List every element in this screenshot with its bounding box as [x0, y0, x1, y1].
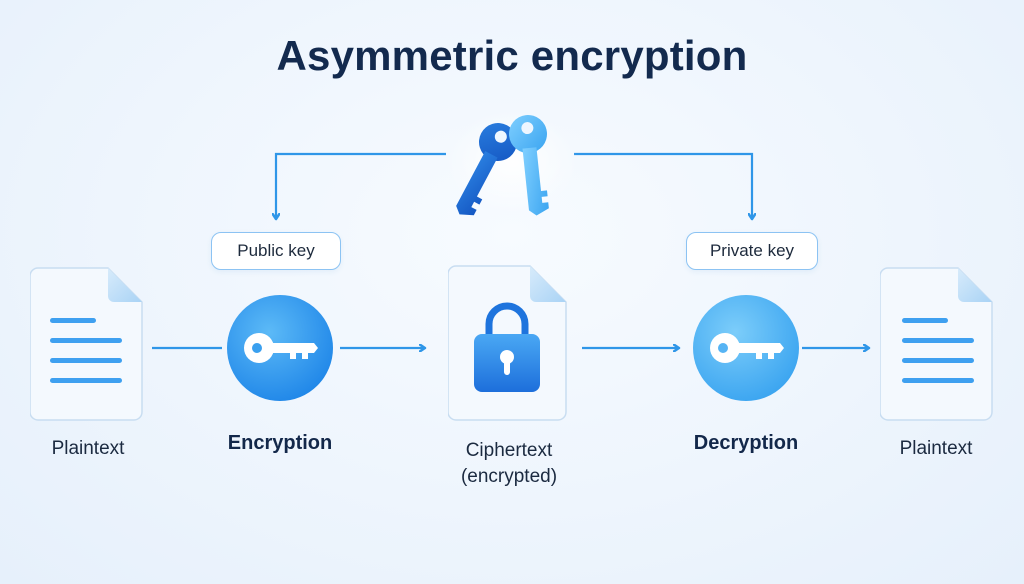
key-pair-icon	[444, 106, 580, 216]
plaintext-output-caption: Plaintext	[899, 438, 973, 459]
ciphertext-caption: Ciphertext (encrypted)	[434, 438, 584, 490]
ciphertext-document-icon	[447, 264, 570, 427]
arrow-keypair-to-private-key	[574, 152, 752, 218]
padlock-icon	[474, 302, 540, 392]
public-key-label: Public key	[211, 232, 341, 270]
plaintext-document-icon	[29, 266, 146, 427]
diagram-title: Asymmetric encryption	[276, 32, 748, 79]
decryption-key-circle	[690, 292, 802, 404]
private-key-label: Private key	[686, 232, 818, 270]
ciphertext-caption-line1: Ciphertext	[465, 440, 553, 461]
plaintext-input-caption: Plaintext	[51, 438, 125, 459]
plaintext-output-document-icon	[879, 266, 996, 427]
decryption-caption: Decryption	[693, 432, 799, 454]
encryption-caption: Encryption	[227, 432, 333, 454]
arrow-keypair-to-public-key	[276, 152, 446, 218]
ciphertext-caption-line2: (encrypted)	[460, 466, 558, 487]
encryption-key-circle	[224, 292, 336, 404]
